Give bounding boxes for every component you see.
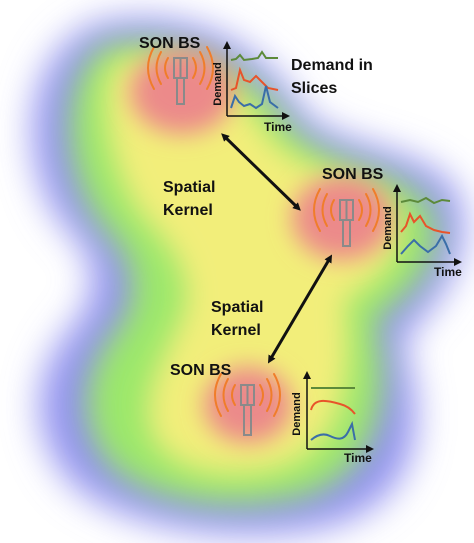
bs-label-top: SON BS <box>139 35 201 52</box>
bs-label-middle: SON BS <box>322 166 384 183</box>
bs-top <box>147 46 214 105</box>
series-blue <box>400 233 451 255</box>
heatmap-core-middle <box>292 176 392 260</box>
series-green <box>400 196 451 205</box>
demand-chart-bottom: Demand Time <box>291 371 374 465</box>
y-axis-label: Demand <box>291 392 303 435</box>
demand-in-slices-label-line2: Slices <box>291 80 337 97</box>
heatmap <box>33 19 463 534</box>
axes <box>393 184 462 266</box>
x-axis-label: Time <box>264 120 292 134</box>
demand-chart-middle: Demand Time <box>382 184 462 279</box>
spatial-kernel-upper-line2: Kernel <box>163 202 213 219</box>
spatial-kernel-upper-line1: Spatial <box>163 179 215 196</box>
series-green <box>230 50 278 62</box>
series-orange <box>310 399 356 415</box>
bs-label-bottom: SON BS <box>170 362 232 379</box>
double-headed-arrow-icon <box>267 254 333 364</box>
x-axis-label: Time <box>344 451 372 465</box>
cell-tower-icon <box>240 384 255 436</box>
axes <box>223 41 290 120</box>
series-blue <box>230 85 279 110</box>
demand-chart-top: Demand Time <box>212 41 292 134</box>
axes <box>303 371 374 453</box>
radio-waves-icon <box>313 188 380 232</box>
bs-middle <box>313 188 380 247</box>
series-blue <box>310 420 356 441</box>
demand-in-slices-label-line1: Demand in <box>291 57 373 74</box>
series-orange <box>400 211 451 234</box>
bs-bottom <box>214 373 281 436</box>
radio-waves-icon <box>147 46 214 90</box>
cell-tower-icon <box>339 199 354 247</box>
x-axis-label: Time <box>434 265 462 279</box>
double-headed-arrow-icon <box>221 133 301 211</box>
radio-waves-icon <box>214 373 281 417</box>
spatial-kernel-lower-line2: Kernel <box>211 322 261 339</box>
y-axis-label: Demand <box>212 62 224 105</box>
cell-tower-icon <box>173 57 188 105</box>
heatmap-inner <box>105 58 400 475</box>
y-axis-label: Demand <box>382 206 394 249</box>
spatial-kernel-lower-line1: Spatial <box>211 299 263 316</box>
